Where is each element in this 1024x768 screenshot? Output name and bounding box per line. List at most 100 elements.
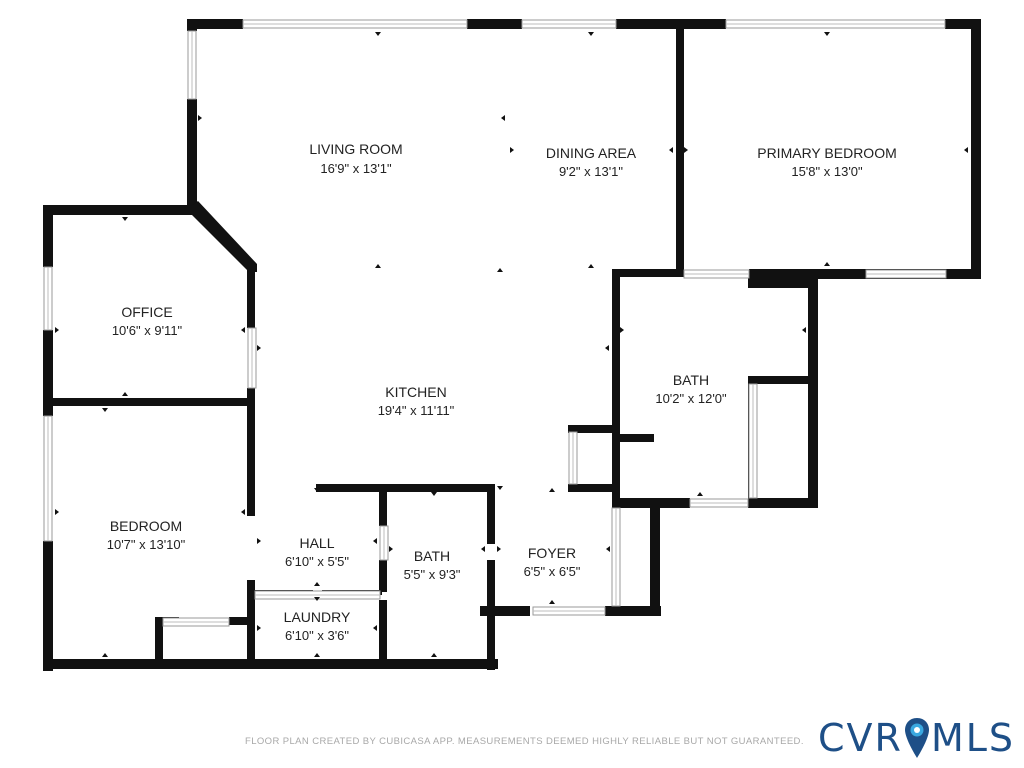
dimension-markers [55,32,968,657]
window [379,525,389,561]
dimension-marker [588,264,594,268]
dimension-marker [257,625,261,631]
dimension-marker [501,115,505,121]
dimension-marker [314,488,320,492]
window [162,617,230,627]
wall-segment [43,659,498,669]
window [865,269,947,279]
dimension-marker [373,625,377,631]
dimension-marker [373,538,377,544]
wall-segment [971,19,981,279]
room-dims-kitchen: 19'4" x 11'11" [378,403,455,418]
wall-segment [43,205,197,215]
dimension-marker [964,147,968,153]
dimension-marker [697,492,703,496]
window [611,507,621,607]
wall-segment [379,600,387,666]
dimension-marker [497,486,503,490]
room-dims-dining-area: 9'2" x 13'1" [559,164,623,179]
windows [43,19,947,627]
window [43,266,53,331]
dimension-marker [497,546,501,552]
room-dims-laundry: 6'10" x 3'6" [285,628,349,643]
dimension-marker [588,32,594,36]
dimension-marker [314,653,320,657]
room-dims-office: 10'6" x 9'11" [112,323,183,338]
dimension-marker [55,327,59,333]
wall-segment [229,617,253,625]
dimension-marker [257,538,261,544]
dimension-marker [620,327,624,333]
brand-suffix: MLS [930,716,1016,760]
window [187,30,197,100]
room-labels: LIVING ROOM 16'9" x 13'1" DINING AREA 9'… [107,141,897,643]
window [43,415,53,542]
room-dims-bath-hall: 5'5" x 9'3" [404,567,461,582]
wall-segment [749,269,981,279]
wall-segment [650,506,660,616]
wall-segment [748,498,818,508]
wall-segment [379,560,387,592]
window [242,19,468,29]
room-name-kitchen: KITCHEN [385,384,446,400]
room-dims-primary-bedroom: 15'8" x 13'0" [791,164,863,179]
window [725,19,946,29]
wall-segment [945,19,981,29]
wall-segment [676,19,684,277]
window [689,498,749,508]
dimension-marker [606,546,610,552]
dimension-marker [481,546,485,552]
dimension-marker [431,653,437,657]
window [683,269,750,279]
dimension-marker [241,327,245,333]
wall-segment [612,269,684,277]
dimension-marker [198,115,202,121]
wall-segment [247,388,255,516]
dimension-marker [257,345,261,351]
wall-segment [616,19,682,29]
dimension-marker [241,509,245,515]
window [247,327,257,389]
wall-segment [612,270,620,508]
dimension-marker [122,392,128,396]
wall-segment [808,277,818,507]
wall-segment [43,330,53,416]
wall-segment [480,606,530,616]
map-pin-icon [904,717,930,759]
dimension-marker [122,217,128,221]
dimension-marker [389,546,393,552]
wall-segment [467,19,522,29]
wall-segment [605,606,661,616]
dimension-marker [605,345,609,351]
room-name-primary-bedroom: PRIMARY BEDROOM [757,145,897,161]
wall-segment [187,19,243,29]
room-dims-bedroom: 10'7" x 13'10" [107,537,186,552]
dimension-marker [55,509,59,515]
room-name-bath-primary: BATH [673,372,709,388]
brand-prefix: CVR [818,716,903,760]
wall-segment [612,498,690,508]
room-name-bath-hall: BATH [414,548,450,564]
room-name-living-room: LIVING ROOM [309,141,402,157]
wall-segment [612,434,654,442]
wall-segment [187,19,197,31]
wall-segment [316,484,492,492]
dimension-marker [314,597,320,601]
wall-segment [379,490,387,526]
dimension-marker [375,32,381,36]
dimension-marker [824,32,830,36]
wall-segment [487,484,495,544]
wall-segment-diagonal [191,201,257,272]
dimension-marker [497,268,503,272]
walls [43,19,981,671]
room-dims-hall: 6'10" x 5'5" [285,554,349,569]
wall-segment [43,205,53,267]
wall-segment [247,266,255,328]
brand-logo: CVR MLS [818,716,1015,760]
room-name-dining-area: DINING AREA [546,145,637,161]
dimension-marker [669,147,673,153]
room-name-foyer: FOYER [528,545,576,561]
room-name-bedroom: BEDROOM [110,518,182,534]
dimension-marker [802,327,806,333]
